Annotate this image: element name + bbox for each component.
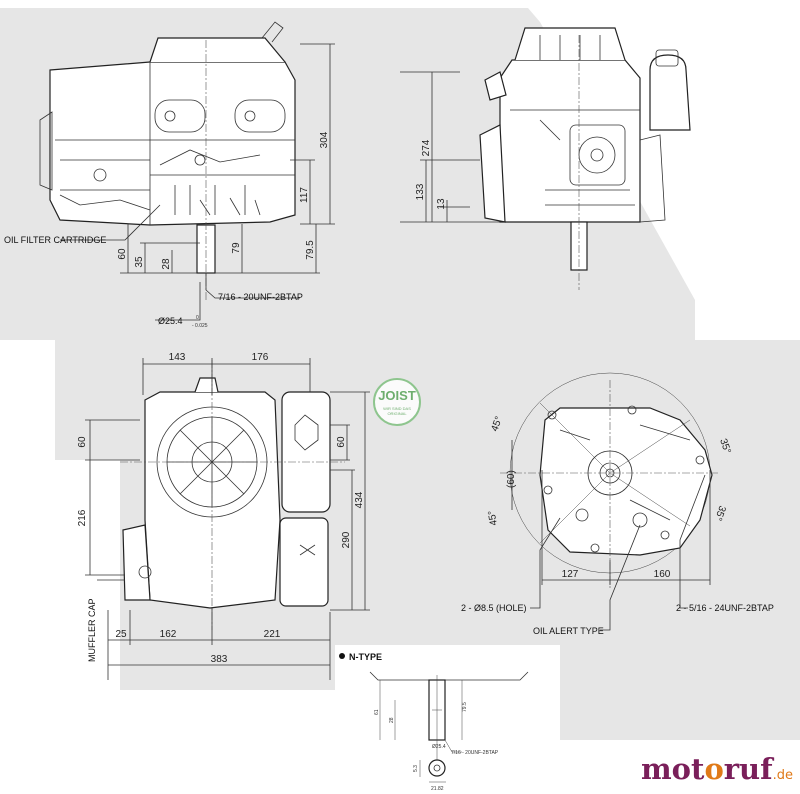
dim-434: 434 (354, 491, 365, 508)
watermark-line1: WIR SIND DAS (383, 406, 411, 411)
dim-60-front: 60 (117, 248, 128, 260)
dim-160: 160 (654, 569, 671, 580)
label-shaft-thread: 7/16 - 20UNF-2BTAP (218, 292, 303, 302)
dim-n-79-5: 79.5 (462, 702, 468, 712)
brand-part1: mot (641, 752, 705, 786)
dim-290: 290 (341, 531, 352, 548)
dim-n-28: 28 (389, 717, 395, 723)
front-view (39, 21, 296, 300)
label-shaft-diameter: Ø25.4 (158, 316, 183, 326)
dim-221: 221 (264, 629, 281, 640)
dim-79: 79 (231, 242, 242, 254)
side-view (479, 27, 691, 290)
dim-n-61: 61 (374, 709, 380, 715)
label-shaft-tol-lower: - 0.025 (192, 323, 208, 329)
label-shaft-tol-upper: 0 (196, 315, 199, 321)
bottom-dimensions: 45° 45° 35° 35° (60) 127 160 2 - Ø8.5 (H… (461, 415, 774, 636)
dim-60-top-right: 60 (336, 436, 347, 448)
dim-274: 274 (421, 139, 432, 156)
dim-35: 35 (134, 256, 145, 268)
label-n-diameter: Ø25.4 (432, 744, 446, 750)
front-dimensions: 304 117 79.5 79 60 35 28 OIL FILTER CART… (4, 43, 335, 329)
label-oil-filter-cartridge: OIL FILTER CARTRIDGE (4, 235, 106, 245)
dim-304: 304 (319, 131, 330, 148)
dim-383: 383 (211, 654, 228, 665)
motoruf-logo: motoruf.de (641, 752, 793, 786)
dim-n-5-3: 5.3 (413, 765, 419, 772)
dim-117: 117 (299, 187, 310, 203)
dim-60-top-left: 60 (77, 436, 88, 448)
background-panel-left (0, 340, 55, 794)
dim-13: 13 (436, 198, 447, 210)
dim-60-bottom: (60) (506, 470, 517, 488)
dim-133: 133 (415, 183, 426, 200)
ntype-panel (335, 645, 560, 794)
dim-176: 176 (252, 352, 269, 363)
dim-79-5: 79.5 (305, 240, 316, 260)
dim-162: 162 (160, 629, 177, 640)
dim-35-a: 35° (717, 437, 733, 455)
watermark-name: JOIST (378, 388, 416, 403)
side-dimensions: 274 133 13 (400, 71, 500, 223)
dim-n-21-82: 21.82 (431, 786, 444, 792)
label-n-type: N-TYPE (349, 652, 382, 662)
brand-part3: ruf (723, 752, 773, 786)
dim-127: 127 (562, 569, 579, 580)
label-muffler-cap: MUFFLER CAP (87, 598, 97, 662)
dim-216: 216 (77, 509, 88, 526)
label-bolt-tap: 2 - 5/16 - 24UNF-2BTAP (676, 603, 774, 613)
label-n-thread: 7/16 - 20UNF-2BTAP (451, 750, 499, 756)
dim-28: 28 (161, 258, 172, 270)
brand-part2: o (704, 752, 724, 786)
label-holes: 2 - Ø8.5 (HOLE) (461, 603, 527, 613)
dim-143: 143 (169, 352, 186, 363)
watermark-line2: ORIGINAL (387, 411, 407, 416)
n-type-detail: N-TYPE 61 28 79.5 Ø25.4 7/16 - 20UNF-2BT… (339, 652, 529, 792)
dim-45-b: 45° (486, 510, 499, 527)
top-view (120, 360, 345, 630)
dim-35-b: 35° (712, 504, 728, 522)
brand-tld: .de (772, 768, 794, 783)
top-dimensions: 143 176 60 216 60 434 290 25 162 221 383… (77, 352, 370, 680)
dim-25: 25 (115, 629, 127, 640)
dim-45-a: 45° (489, 415, 505, 433)
joist-watermark: JOIST WIR SIND DAS ORIGINAL (373, 378, 421, 426)
label-oil-alert: OIL ALERT TYPE (533, 626, 604, 636)
